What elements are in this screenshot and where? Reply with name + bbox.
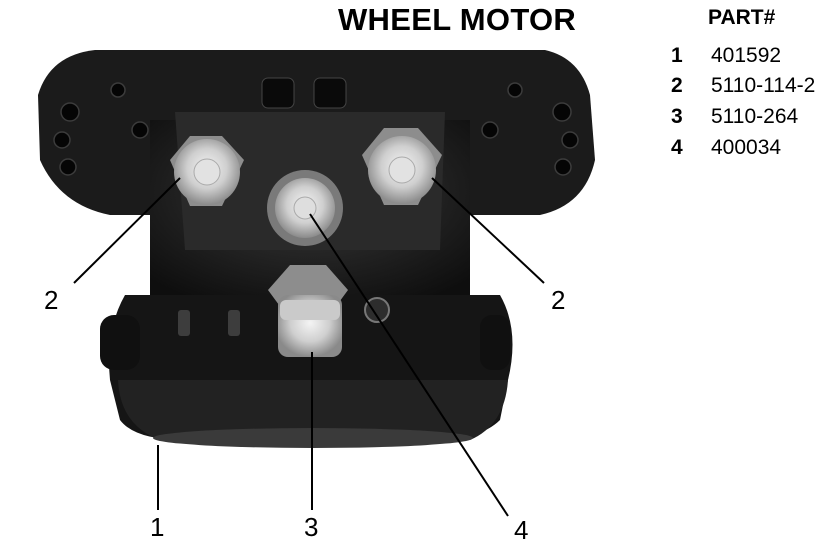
parts-header: PART# xyxy=(708,6,776,29)
part-item-number: 2 xyxy=(671,74,683,97)
callout-2-left: 2 xyxy=(44,285,59,315)
fitting-bottom xyxy=(268,265,348,357)
part-item-number: 1 xyxy=(671,44,683,67)
top-bolt-left xyxy=(261,77,295,109)
top-bolt-right xyxy=(313,77,347,109)
callout-4: 4 xyxy=(514,515,529,545)
housing-bolts xyxy=(178,310,240,336)
fitting-left xyxy=(170,136,244,206)
callout-3: 3 xyxy=(304,512,319,542)
plug-screw xyxy=(364,297,390,323)
part-item-number: 3 xyxy=(671,105,683,128)
side-lug-right xyxy=(480,315,510,370)
flange-bolt-holes xyxy=(53,82,579,176)
callout-1: 1 xyxy=(150,512,165,542)
part-number: 400034 xyxy=(711,136,782,159)
callout-2-right: 2 xyxy=(551,285,566,315)
fitting-center xyxy=(267,170,343,246)
fitting-right xyxy=(362,128,442,205)
part-number: 5110-114-2 xyxy=(711,74,816,97)
part-row: 1 401592 xyxy=(671,44,781,68)
page-title: WHEEL MOTOR xyxy=(338,2,577,37)
side-lug-left xyxy=(100,315,140,370)
part-row: 2 5110-114-2 xyxy=(671,74,815,98)
callout-leaders xyxy=(73,177,545,517)
part-row: 3 5110-264 xyxy=(671,105,798,129)
part-row: 4 400034 xyxy=(671,136,781,160)
part-number: 401592 xyxy=(711,44,782,67)
part-item-number: 4 xyxy=(671,136,683,159)
part-number: 5110-264 xyxy=(711,105,799,128)
